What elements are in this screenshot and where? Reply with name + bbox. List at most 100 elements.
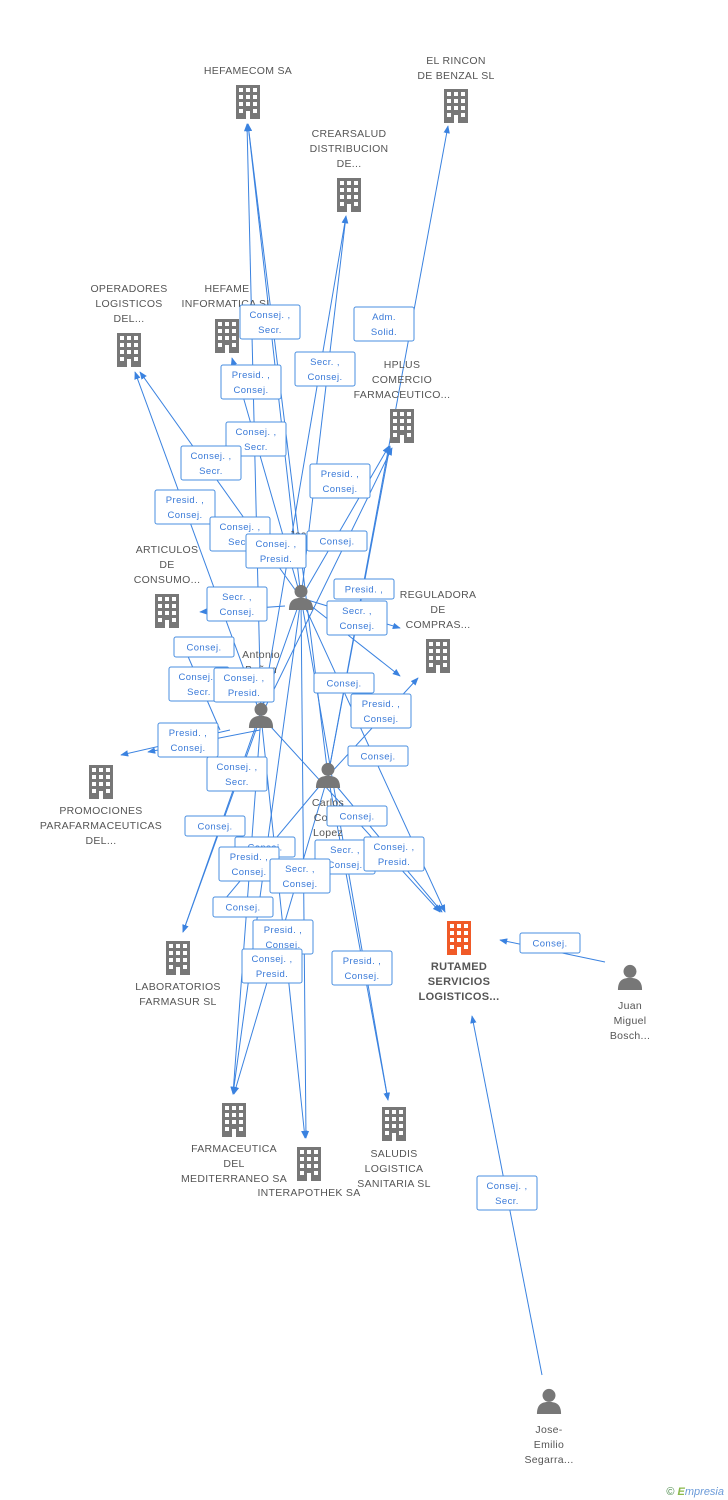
relation-label[interactable]: Presid. ,Consej. (331, 950, 393, 986)
node-label: CONSUMO... (134, 574, 201, 586)
relation-text: Consej. (233, 385, 268, 396)
node-label: FARMACEUTICA (191, 1143, 277, 1155)
relation-text: Consej. (170, 743, 205, 754)
relation-text: Consej. (167, 510, 202, 521)
relation-text: Consej. (197, 822, 232, 833)
relation-edge-7 (134, 371, 262, 717)
relation-label[interactable]: Presid. ,Consej. (252, 919, 314, 955)
relation-text: Presid. , (343, 956, 381, 967)
relation-edge-9 (300, 445, 390, 599)
person-icon (248, 702, 274, 728)
node-label: ARTICULOS (136, 544, 199, 556)
node-jose_emilio[interactable]: Jose-EmilioSegarra... (524, 1388, 573, 1466)
relation-label[interactable]: Consej. ,Presid. (363, 836, 425, 872)
node-crearsalud[interactable]: CREARSALUDDISTRIBUCIONDE... (310, 128, 389, 212)
node-label: PROMOCIONES (59, 805, 142, 817)
node-label: HEFAMECOM SA (204, 65, 292, 77)
relation-label[interactable]: Presid. , Consej. (154, 489, 216, 525)
relation-text: Consej. (327, 860, 362, 871)
node-carlos[interactable]: CarlosCov...Lopez (312, 762, 344, 839)
node-hefamecom[interactable]: HEFAMECOM SA (204, 65, 292, 119)
relation-label[interactable]: Secr. ,Consej. (326, 600, 388, 636)
building-icon (89, 765, 113, 799)
node-label: DEL (223, 1158, 244, 1170)
relation-text: Consej. , (223, 673, 264, 684)
node-label: MEDITERRANEO SA (181, 1173, 287, 1185)
relation-text: Secr. (228, 537, 252, 548)
relation-label[interactable]: Consej. ,Presid. (245, 533, 307, 569)
node-label: LOGISTICA (365, 1163, 424, 1175)
copyright-icon: © (666, 1486, 675, 1498)
relation-label[interactable]: Presid. , (333, 578, 395, 600)
relation-text: Consej. (319, 537, 354, 548)
relation-label[interactable]: Consej. , Presid. (213, 667, 275, 703)
relation-text: Secr. (225, 777, 249, 788)
relation-edge-0 (245, 123, 302, 599)
relation-text: Secr. , (330, 845, 360, 856)
footer-brand[interactable]: © Empresia (666, 1486, 724, 1498)
node-label: Segarra... (524, 1454, 573, 1466)
relation-label[interactable]: Adm.Solid. (353, 306, 415, 342)
node-label: Miguel (614, 1015, 647, 1027)
relation-text: Secr. , (310, 357, 340, 368)
relation-label[interactable]: Consej. (347, 745, 409, 767)
relation-text: Presid. , (345, 585, 383, 596)
relation-text: Presid. , (166, 495, 204, 506)
relation-label[interactable]: Consej. (519, 932, 581, 954)
relation-text: Consej. , (251, 954, 292, 965)
relation-text: Consej. (532, 939, 567, 950)
relation-text: Consej. , (219, 522, 260, 533)
relation-label[interactable]: Consej. (326, 805, 388, 827)
relation-label[interactable]: Consej. (313, 672, 375, 694)
person-icon (617, 964, 643, 990)
node-label: SALUDIS (370, 1148, 417, 1160)
relation-text: Consej. (282, 879, 317, 890)
relation-label[interactable]: Presid. ,Consej. (157, 722, 219, 758)
node-promociones[interactable]: PROMOCIONESPARAFARMACEUTICASDEL... (40, 765, 162, 847)
relation-edge-17 (300, 597, 401, 677)
relation-text: Presid. (228, 688, 260, 699)
relation-label[interactable]: Consej. ,Presid. (241, 948, 303, 984)
relation-label[interactable]: Presid. ,Consej. (350, 693, 412, 729)
relation-text: Presid. , (232, 370, 270, 381)
relation-label[interactable]: Consej. (173, 636, 235, 658)
relation-text: Consej. (339, 621, 374, 632)
node-interapothek[interactable]: INTERAPOTHEK SA (257, 1147, 360, 1199)
node-juan[interactable]: JuanMiguelBosch... (610, 964, 650, 1042)
relation-label[interactable]: Secr. , Consej. (206, 586, 268, 622)
relation-text: Presid. (378, 857, 410, 868)
brand-logo-letter: E (677, 1486, 685, 1498)
node-articulos[interactable]: ARTICULOSDECONSUMO... (134, 544, 201, 628)
relation-text: Presid. , (230, 852, 268, 863)
relation-label[interactable]: Secr. ,Consej. (294, 351, 356, 387)
relation-text: Secr. , (222, 592, 252, 603)
building-icon (426, 639, 450, 673)
relation-text: Consej. (219, 607, 254, 618)
relation-label[interactable]: Secr. ,Consej. (269, 858, 331, 894)
relation-label[interactable]: Consej. ,Secr. (206, 756, 268, 792)
node-operadores[interactable]: OPERADORESLOGISTICOSDEL... (90, 283, 167, 367)
node-label: Lopez (313, 827, 343, 839)
relation-text: Consej. , (235, 427, 276, 438)
relation-label[interactable]: Presid. ,Consej. (309, 463, 371, 499)
relation-label[interactable]: Consej. ,Secr. (180, 445, 242, 481)
relation-label[interactable]: Presid. , Consej. (220, 364, 282, 400)
node-hplus[interactable]: HPLUSCOMERCIOFARMACEUTICO... (354, 359, 451, 443)
node-label: Emilio (534, 1439, 564, 1451)
building-icon (447, 921, 471, 955)
node-rutamed[interactable]: RUTAMEDSERVICIOSLOGISTICOS... (419, 921, 500, 1003)
node-label: HEFAME (205, 283, 250, 295)
relation-label[interactable]: Consej. (212, 896, 274, 918)
relation-label[interactable]: Consej. (184, 815, 246, 837)
relation-text: Secr. (258, 325, 282, 336)
relation-label[interactable]: Consej. (306, 530, 368, 552)
relation-edge-5 (260, 215, 348, 717)
relation-text: Consej. , (255, 539, 296, 550)
node-farmaceutica[interactable]: FARMACEUTICA DEL MEDITERRANEO SA (181, 1103, 287, 1185)
relation-label[interactable]: Consej. ,Secr. (239, 304, 301, 340)
relation-label[interactable]: Consej. ,Secr. (476, 1175, 538, 1211)
node-reguladora[interactable]: REGULADORADECOMPRAS... (400, 589, 477, 673)
